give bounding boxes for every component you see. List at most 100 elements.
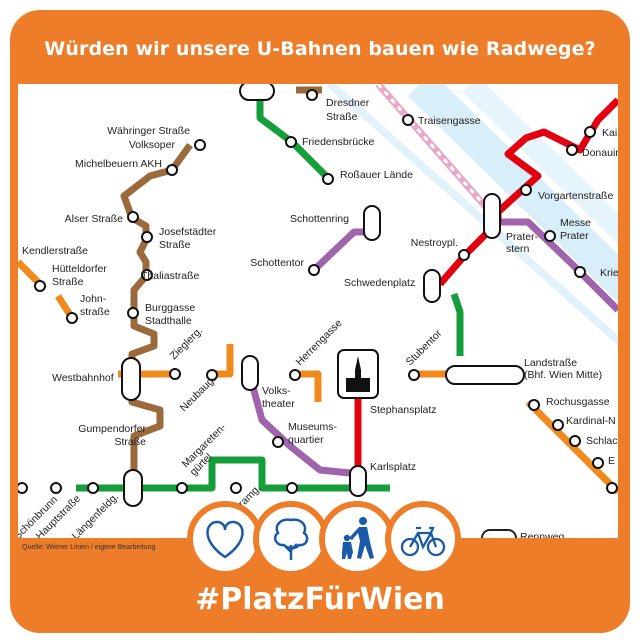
station-dot-johnstrasse: [66, 312, 78, 324]
badge-pedestrians: [319, 501, 395, 577]
label-burggasse-2: Stadthalle: [145, 315, 192, 327]
label-waehringer-1: Währinger Straße: [107, 125, 190, 137]
station-landstrasse-capsule: [445, 365, 525, 385]
label-huetteldorfer-2: Straße: [52, 276, 84, 288]
station-praterstern-capsule: [483, 193, 501, 239]
station-dot-museumsquartier: [272, 436, 284, 448]
label-messe-2: Prater: [560, 230, 589, 242]
label-kardinal: Kardinal-N: [566, 415, 616, 427]
label-friedensbruecke: Friedensbrücke: [302, 136, 375, 148]
station-dot-kettenbrueckeng: [286, 482, 298, 494]
u2-line-east: [490, 218, 618, 313]
station-dot-schlachthaus: [569, 435, 581, 447]
station-dot-michelbeuern: [166, 164, 178, 176]
station-dot-rossauer: [322, 173, 334, 185]
label-kendler: Kendlerstraße: [22, 245, 88, 257]
station-laengenfeld-capsule: [123, 469, 143, 507]
label-johnstrasse-2: straße: [80, 306, 110, 318]
u4-line-lower: [76, 456, 390, 492]
label-johnstrasse-1: John-: [80, 293, 107, 305]
station-dot-stubentor: [408, 369, 420, 381]
label-praterstern-2: stern: [506, 243, 530, 255]
label-thalia: Thaliastraße: [141, 270, 200, 282]
station-dot-kai: [584, 126, 596, 138]
station-dot-pilgramg: [230, 482, 242, 494]
station-dot-herrengasse: [289, 369, 301, 381]
cathedral-icon: [346, 356, 370, 392]
station-dot-dresdner: [306, 89, 318, 101]
station-dot-schoenbrunn: [50, 482, 62, 494]
u3-line: [18, 259, 450, 402]
station-schwedenplatz-capsule: [423, 269, 441, 303]
station-dot-w1: [18, 482, 28, 494]
label-huetteldorfer-1: Hütteldorfer: [52, 263, 107, 275]
station-dot-messe: [544, 230, 556, 242]
label-vorgarten: Vorgartenstraße: [538, 190, 613, 202]
station-dot-vorgarten: [520, 184, 532, 196]
icon-badges: [187, 501, 461, 577]
label-dresdner-1: Dresdner: [326, 97, 370, 109]
station-dot-alser: [127, 211, 139, 223]
station-dot-thalia: [141, 269, 153, 281]
station-dots: [18, 89, 618, 494]
station-dot-traisengasse: [402, 114, 414, 126]
station-spittelau-capsule: [239, 84, 275, 101]
station-dot-e2: [606, 482, 618, 494]
station-dot-huetteldorfer: [34, 280, 46, 292]
u4-line-upper: [256, 90, 331, 181]
station-dot-schottentor: [308, 264, 320, 276]
station-karlsplatz-capsule: [349, 465, 367, 497]
station-dot-ziegler: [169, 368, 181, 380]
badge-heart: [187, 501, 263, 577]
label-erdberg: E: [608, 455, 615, 467]
pedestrian-family-icon: [342, 517, 374, 559]
label-kai: Kai: [602, 127, 617, 139]
station-dot-josefstaedter: [141, 231, 153, 243]
label-karlsplatz: Karlsplatz: [370, 461, 416, 473]
label-volkstheater-1: Volks-: [262, 385, 291, 397]
station-dot-krieau: [574, 266, 586, 278]
label-landstrasse-1: Landstraße: [524, 357, 577, 369]
label-dresdner-2: Straße: [326, 111, 358, 123]
u3-line-east: [525, 399, 618, 495]
label-museumsquartier-2: quartier: [288, 434, 324, 446]
station-dot-burggasse: [127, 307, 139, 319]
badge-bicycle: [385, 501, 461, 577]
label-messe-1: Messe: [560, 217, 591, 229]
u4-line-east: [450, 292, 464, 356]
label-josefstaedter-2: Straße: [159, 239, 191, 251]
hashtag: #PlatzFürWien: [195, 582, 445, 617]
label-museumsquartier-1: Museums-: [288, 421, 338, 433]
label-donauinsel: Donauin: [582, 147, 621, 159]
station-dot-kardinal: [552, 419, 564, 431]
label-nestroy: Nestroypl.: [411, 237, 458, 249]
label-waehringer-2: Volksoper: [129, 139, 176, 151]
label-rochusgasse: Rochusgasse: [546, 396, 610, 408]
label-michelbeuern: Michelbeuern AKH: [75, 158, 162, 170]
station-dot-erdberg: [592, 457, 604, 469]
label-rennweg: Rennweg: [520, 531, 565, 543]
label-traisengasse: Traisengasse: [418, 115, 481, 127]
tree-icon: [273, 518, 309, 560]
label-rossauer: Roßauer Lände: [340, 169, 413, 181]
station-dot-rochusgasse: [528, 399, 540, 411]
label-schottentor: Schottentor: [250, 257, 304, 269]
station-dot-donauinsel: [566, 144, 578, 156]
station-dot-nestroy: [458, 249, 470, 261]
station-dot-hauptstrasse: [87, 482, 99, 494]
heart-icon: [206, 520, 244, 559]
station-dot-friedensbruecke: [285, 136, 297, 148]
label-alser: Alser Straße: [65, 213, 124, 225]
river-band-2: [462, 84, 618, 244]
u2-line-south: [246, 375, 361, 478]
label-schlachthaus: Schlac: [586, 435, 618, 447]
source-note: Quelle: Wiener Linien / eigene Bearbeitu…: [22, 544, 156, 551]
label-spittelau: Spittelau: [300, 73, 341, 85]
label-gumpendorfer-2: Straße: [114, 436, 146, 448]
label-krieau: Krie: [600, 267, 619, 279]
label-burggasse-1: Burggasse: [145, 302, 195, 314]
label-josefstaedter-1: Josefstädter: [159, 226, 217, 238]
station-dot-waehringer: [194, 139, 206, 151]
station-volkstheater-capsule: [241, 355, 259, 391]
